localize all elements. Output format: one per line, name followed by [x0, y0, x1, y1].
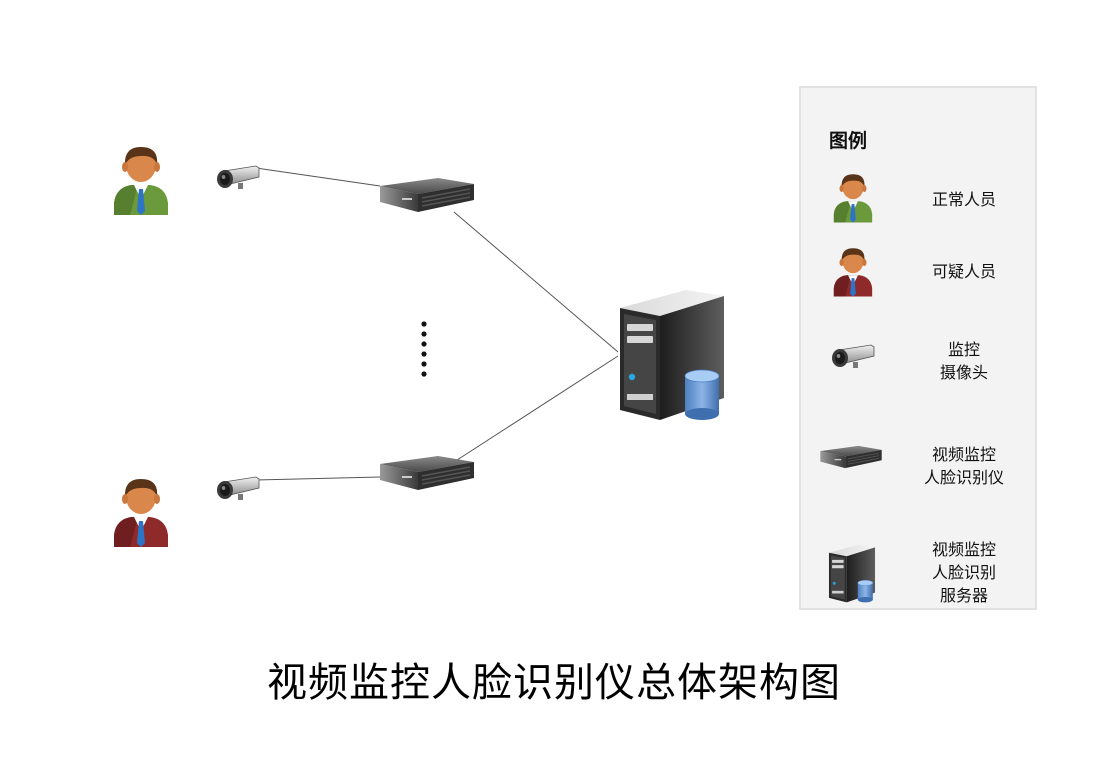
- legend-label-server: 视频监控 人脸识别 服务器: [931, 540, 996, 605]
- link-device-bottom-server: [453, 355, 619, 463]
- face-recognizer-device-icon: [379, 177, 475, 213]
- legend-title: 图例: [829, 130, 868, 152]
- server-icon: [619, 289, 725, 421]
- diagram-title: 视频监控人脸识别仪总体架构图: [267, 660, 841, 706]
- legend-label-recognizer: 视频监控 人脸识别仪: [923, 445, 1004, 487]
- link-camera-top-device-top: [255, 167, 381, 187]
- face-recognizer-device-icon: [379, 455, 475, 491]
- link-device-top-server: [453, 211, 619, 353]
- link-camera-bottom-device-bottom: [255, 476, 381, 481]
- legend-panel: 图例 正常人员 可疑人员 监控 摄像头 视频监控 人脸识别仪 视频监控 人脸识别…: [799, 86, 1037, 610]
- server-icon: [828, 544, 876, 603]
- normal-person-icon: [114, 147, 168, 215]
- normal-person-icon: [833, 174, 873, 223]
- ellipsis-dots: [421, 321, 427, 377]
- camera-icon: [216, 165, 260, 190]
- camera-icon: [831, 344, 875, 369]
- connection-lines: [255, 167, 619, 481]
- face-recognizer-device-icon: [819, 445, 883, 469]
- suspicious-person-icon: [833, 248, 873, 297]
- suspicious-person-icon: [114, 479, 168, 547]
- legend-label-suspicious-person: 可疑人员: [931, 262, 996, 281]
- legend-label-camera: 监控 摄像头: [939, 340, 988, 382]
- legend-label-normal-person: 正常人员: [931, 190, 996, 209]
- camera-icon: [216, 476, 260, 501]
